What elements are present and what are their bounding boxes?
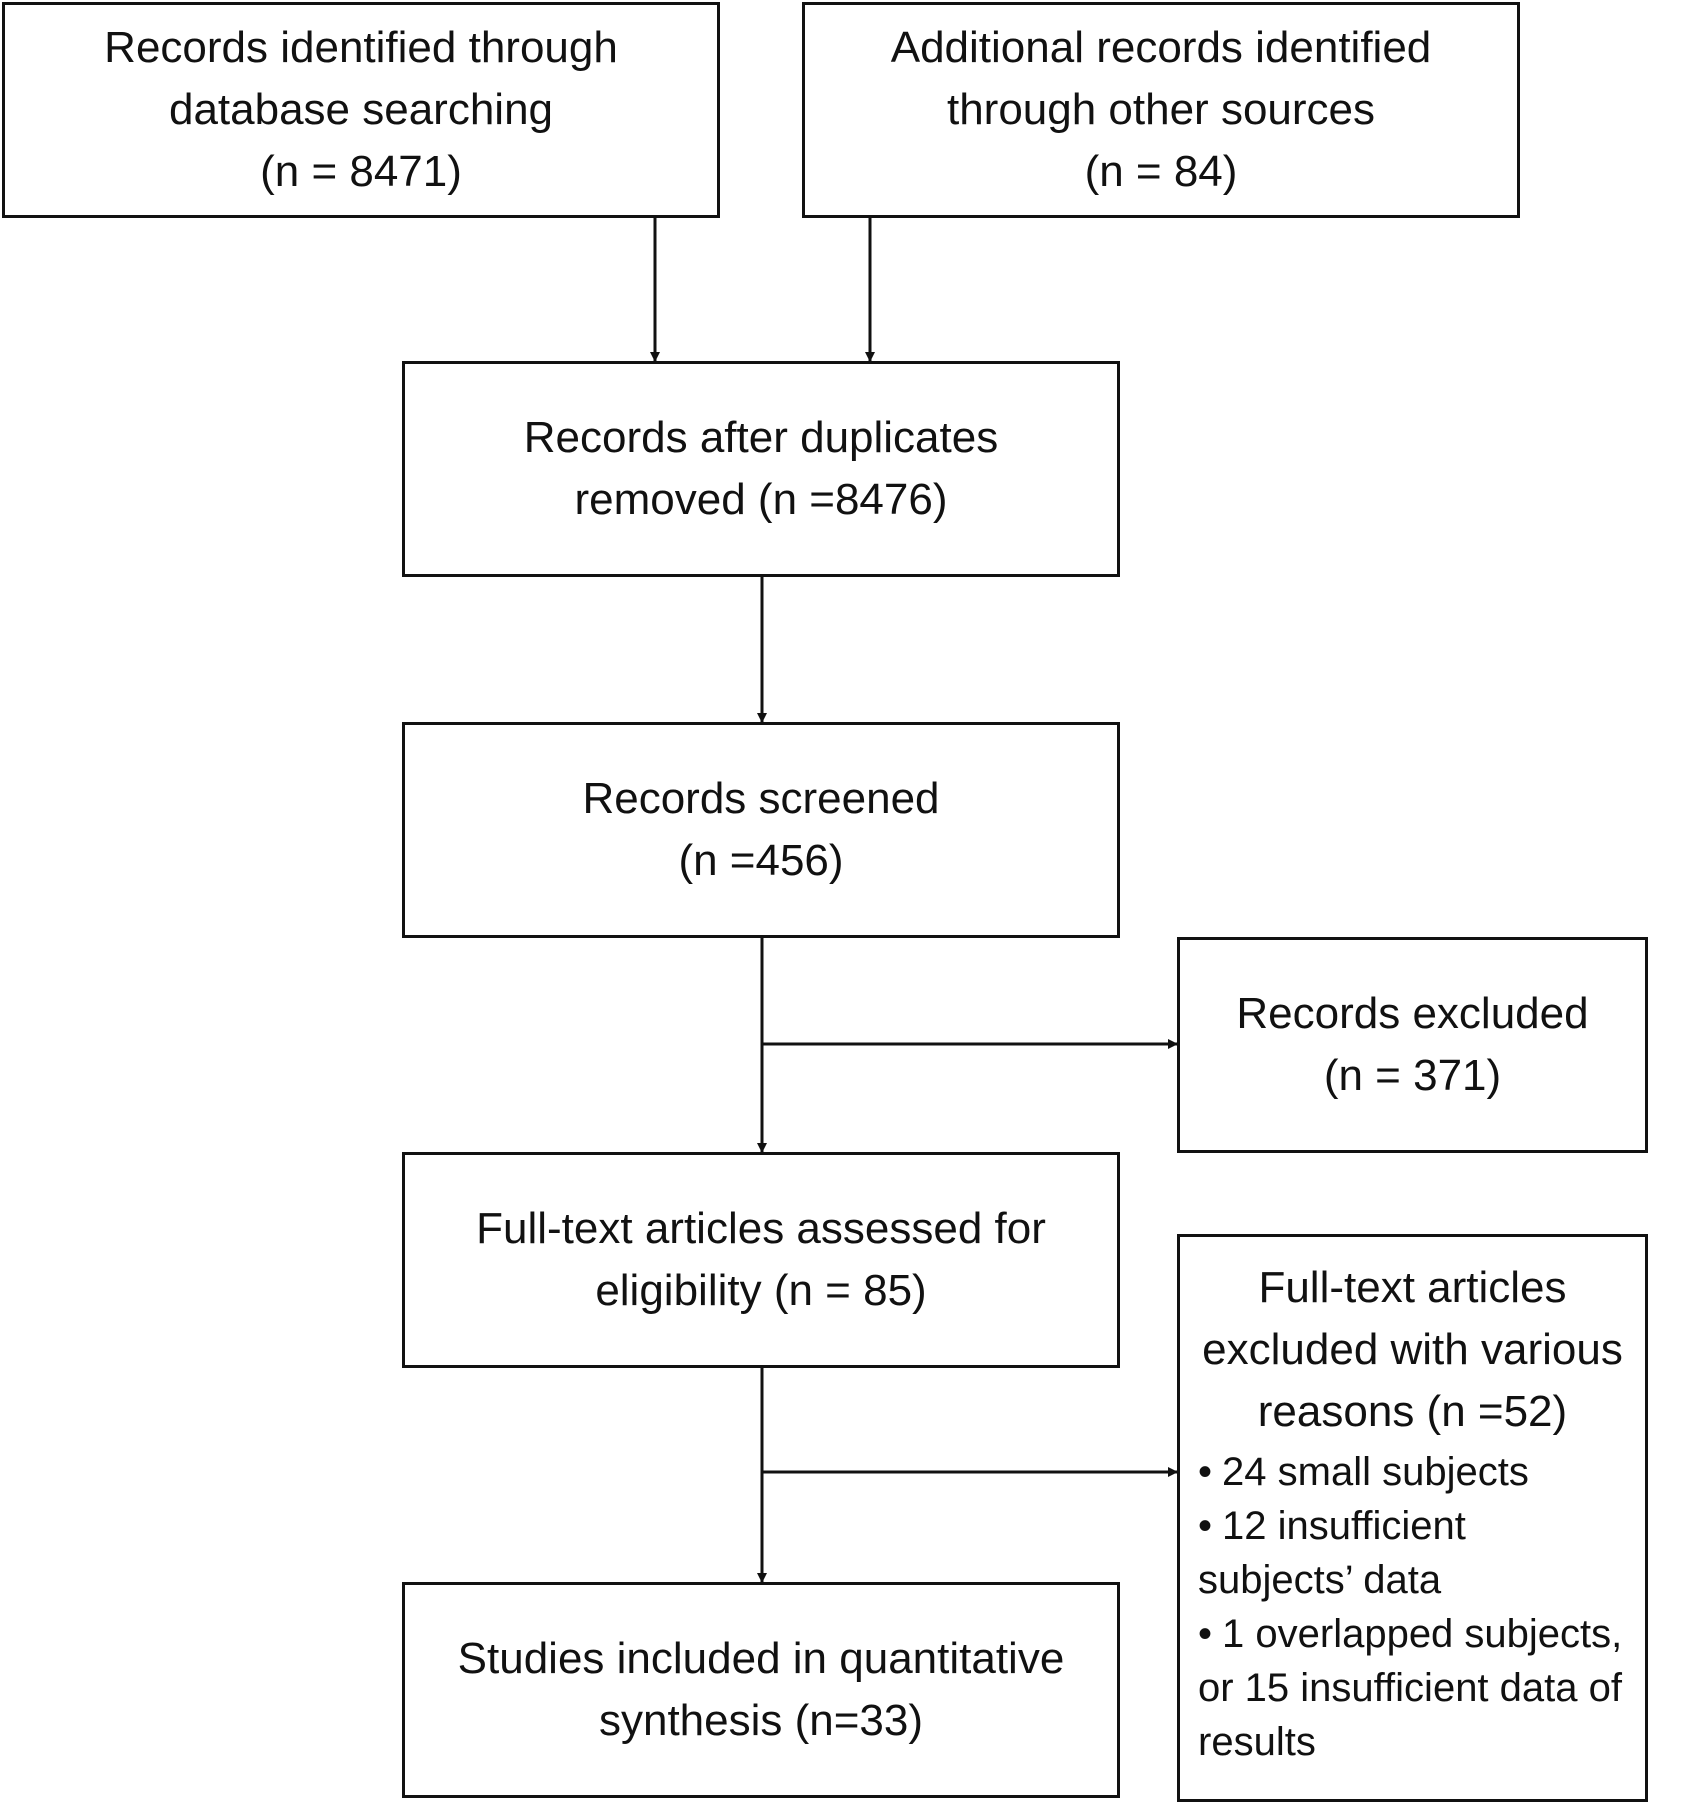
fulltext-excluded-title: Full-text articles excluded with various… [1202, 1257, 1623, 1443]
after-duplicates-line-2: removed (n =8476) [574, 475, 948, 524]
exclusion-reason-overlapped: •1 overlapped subjects, [1198, 1607, 1645, 1661]
additional-records-box: Additional records identified through ot… [802, 2, 1520, 218]
exclusion-reason-2-line-1: 12 insufficient [1222, 1504, 1466, 1548]
studies-included-line-1: Studies included in quantitative [457, 1634, 1065, 1683]
exclusion-reason-small-subjects: •24 small subjects [1198, 1445, 1645, 1499]
after-duplicates-box: Records after duplicates removed (n =847… [402, 361, 1120, 577]
bullet-icon: • [1198, 1504, 1213, 1548]
exclusion-reason-insufficient-subjects: •12 insufficient [1198, 1499, 1645, 1553]
records-screened-line-1: Records screened [582, 774, 940, 823]
exclusion-reason-1-line-1: 24 small subjects [1222, 1450, 1529, 1494]
bullet-icon: • [1198, 1612, 1213, 1656]
exclusion-reason-overlapped-cont-2: results [1198, 1715, 1645, 1769]
fulltext-assessed-box: Full-text articles assessed for eligibil… [402, 1152, 1120, 1368]
records-screened-line-2: (n =456) [678, 836, 844, 885]
exclusion-reason-3-line-1: 1 overlapped subjects, [1222, 1612, 1623, 1656]
studies-included-box: Studies included in quantitative synthes… [402, 1582, 1120, 1798]
fulltext-excluded-title-line-3: reasons (n =52) [1257, 1387, 1568, 1436]
records-identified-line-1: Records identified through [104, 23, 618, 72]
records-identified-box: Records identified through database sear… [2, 2, 720, 218]
records-excluded-line-1: Records excluded [1236, 989, 1589, 1038]
fulltext-excluded-title-line-2: excluded with various [1202, 1325, 1623, 1374]
records-identified-line-2: database searching [168, 85, 554, 134]
exclusion-reason-insufficient-subjects-cont: subjects’ data [1198, 1553, 1645, 1607]
fulltext-assessed-line-2: eligibility (n = 85) [595, 1266, 927, 1315]
exclusion-reason-3-line-3: results [1198, 1720, 1316, 1764]
studies-included-line-2: synthesis (n=33) [598, 1696, 924, 1745]
exclusion-reason-3-line-2: or 15 insufficient data of [1198, 1666, 1622, 1710]
records-excluded-box: Records excluded (n = 371) [1177, 937, 1648, 1153]
records-identified-line-3: (n = 8471) [260, 147, 462, 196]
additional-records-line-3: (n = 84) [1084, 147, 1238, 196]
exclusion-reason-overlapped-cont-1: or 15 insufficient data of [1198, 1661, 1645, 1715]
bullet-icon: • [1198, 1450, 1213, 1494]
records-screened-box: Records screened (n =456) [402, 722, 1120, 938]
fulltext-assessed-line-1: Full-text articles assessed for [476, 1204, 1046, 1253]
after-duplicates-line-1: Records after duplicates [523, 413, 999, 462]
exclusion-reasons-list: •24 small subjects •12 insufficient subj… [1180, 1445, 1645, 1769]
exclusion-reason-2-line-2: subjects’ data [1198, 1558, 1442, 1602]
additional-records-line-1: Additional records identified [890, 23, 1432, 72]
fulltext-excluded-box: Full-text articles excluded with various… [1177, 1234, 1648, 1802]
fulltext-excluded-title-line-1: Full-text articles [1258, 1263, 1567, 1312]
records-excluded-line-2: (n = 371) [1323, 1051, 1502, 1100]
additional-records-line-2: through other sources [946, 85, 1376, 134]
